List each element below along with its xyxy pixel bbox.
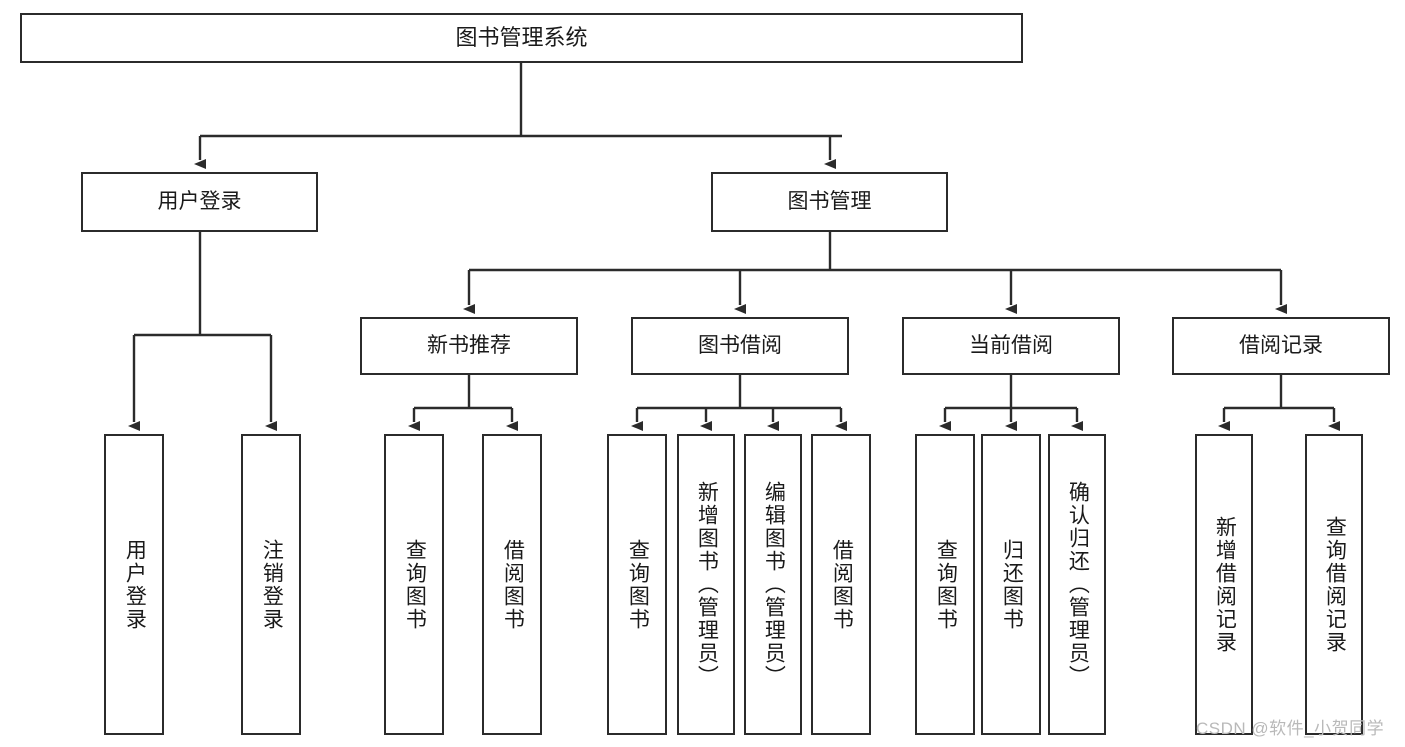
node-leaf-query-book-2[interactable]: 查询图书	[607, 434, 667, 735]
node-book-management-label: 图书管理	[787, 189, 872, 213]
node-current-borrow[interactable]: 当前借阅	[902, 317, 1120, 375]
node-leaf-query-book-3-label: 查询图书	[934, 538, 958, 631]
node-leaf-query-borrow-record[interactable]: 查询借阅记录	[1305, 434, 1363, 735]
node-leaf-user-login[interactable]: 用户登录	[104, 434, 164, 735]
node-leaf-confirm-return-admin[interactable]: 确认归还（管理员）	[1048, 434, 1106, 735]
node-leaf-edit-book-admin[interactable]: 编辑图书（管理员）	[744, 434, 802, 735]
node-borrow-record[interactable]: 借阅记录	[1172, 317, 1390, 375]
csdn-watermark: CSDN @软件_小贺同学	[1196, 719, 1385, 738]
node-leaf-add-borrow-record[interactable]: 新增借阅记录	[1195, 434, 1253, 735]
node-book-borrow-label: 图书借阅	[698, 333, 782, 357]
node-leaf-borrow-book-1[interactable]: 借阅图书	[482, 434, 542, 735]
node-leaf-add-book-admin-label: 新增图书（管理员）	[695, 481, 719, 688]
node-new-book-recommend-label: 新书推荐	[427, 333, 511, 357]
node-leaf-query-book-3[interactable]: 查询图书	[915, 434, 975, 735]
node-current-borrow-label: 当前借阅	[969, 333, 1053, 357]
node-leaf-user-login-label: 用户登录	[123, 538, 147, 631]
node-leaf-query-book-1[interactable]: 查询图书	[384, 434, 444, 735]
node-user-login[interactable]: 用户登录	[81, 172, 318, 232]
node-root-label: 图书管理系统	[455, 25, 588, 51]
node-leaf-query-book-1-label: 查询图书	[403, 538, 427, 631]
node-leaf-logout-label: 注销登录	[260, 538, 284, 631]
node-root[interactable]: 图书管理系统	[20, 13, 1023, 63]
node-leaf-edit-book-admin-label: 编辑图书（管理员）	[762, 481, 786, 688]
node-leaf-return-book-label: 归还图书	[1000, 538, 1024, 631]
node-leaf-return-book[interactable]: 归还图书	[981, 434, 1041, 735]
node-user-login-label: 用户登录	[157, 189, 242, 213]
node-leaf-logout[interactable]: 注销登录	[241, 434, 301, 735]
node-book-borrow[interactable]: 图书借阅	[631, 317, 849, 375]
node-borrow-record-label: 借阅记录	[1239, 333, 1323, 357]
node-leaf-query-book-2-label: 查询图书	[626, 538, 650, 631]
node-leaf-borrow-book-2[interactable]: 借阅图书	[811, 434, 871, 735]
node-new-book-recommend[interactable]: 新书推荐	[360, 317, 578, 375]
node-leaf-query-borrow-record-label: 查询借阅记录	[1323, 515, 1347, 654]
node-leaf-borrow-book-2-label: 借阅图书	[830, 538, 854, 631]
node-book-management[interactable]: 图书管理	[711, 172, 948, 232]
node-leaf-add-book-admin[interactable]: 新增图书（管理员）	[677, 434, 735, 735]
node-leaf-add-borrow-record-label: 新增借阅记录	[1213, 515, 1237, 654]
node-leaf-borrow-book-1-label: 借阅图书	[501, 538, 525, 631]
node-leaf-confirm-return-admin-label: 确认归还（管理员）	[1066, 481, 1090, 688]
